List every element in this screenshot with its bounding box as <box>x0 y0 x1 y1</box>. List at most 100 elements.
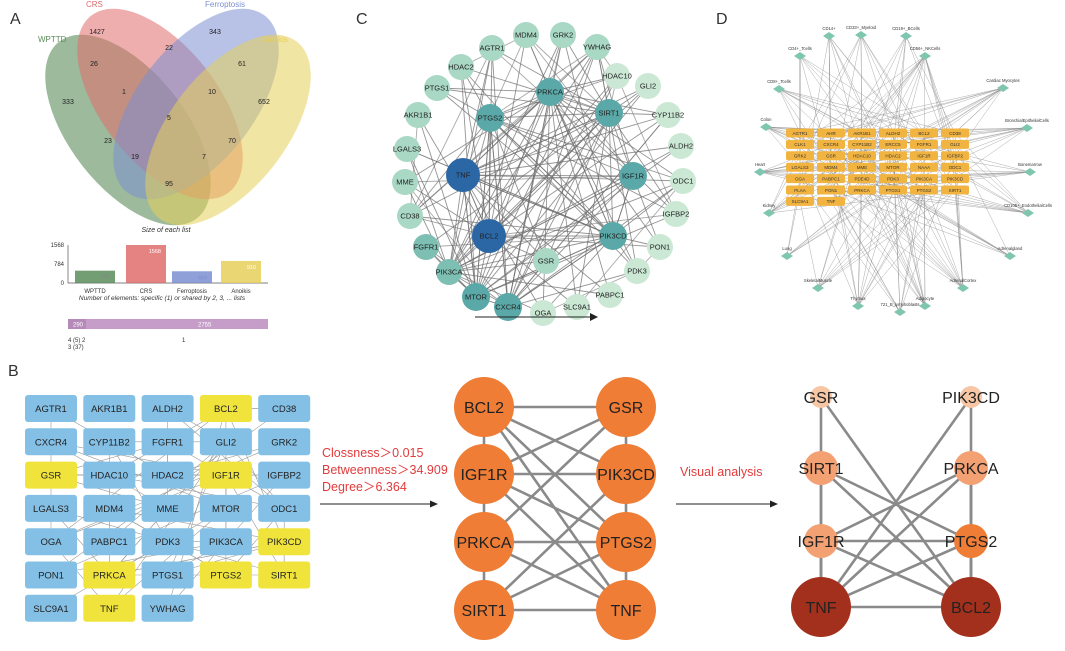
ppi-node-ptgs2 <box>476 104 504 132</box>
tissue-edge <box>778 88 801 134</box>
ppi-node-pon1 <box>647 234 673 260</box>
tissue-gene-label: PIK3CD <box>947 176 964 181</box>
ppi-edge <box>507 91 551 308</box>
gene-box-label: PTGS2 <box>210 571 241 582</box>
gene-box-mdm4 <box>83 494 136 522</box>
tissue-node-skeletalmuscle <box>812 284 824 292</box>
gene-box-label: HDAC2 <box>151 471 183 482</box>
gene-box-agtr1 <box>25 395 77 422</box>
ppi-node-pik3cd <box>599 222 627 250</box>
bar-value-label: 1568 <box>149 249 161 255</box>
hub-edge <box>483 406 627 543</box>
tissue-edge <box>830 189 901 313</box>
final-node-label: PTGS2 <box>945 534 998 551</box>
hub-node-label: PRKCA <box>456 535 511 552</box>
ppi-edge <box>475 46 598 298</box>
tissue-node-cd19-bcells <box>900 32 912 40</box>
venn-region-count: 23 <box>104 138 112 145</box>
hub-node-label: SIRT1 <box>461 603 506 620</box>
tissue-edge <box>786 189 894 257</box>
tissue-edge <box>857 189 956 307</box>
criterion-closeness: Clossness＞0.015 <box>322 446 423 460</box>
ppi-node-pik3ca <box>436 259 462 285</box>
ppi-edge <box>475 75 618 298</box>
venn-region-count: 333 <box>62 99 74 106</box>
ppi-node-gsr <box>533 248 559 274</box>
ppi-edge <box>549 91 684 182</box>
gene-box-aldh2 <box>141 395 194 422</box>
tissue-edge <box>892 178 1029 214</box>
ppi-node-ptgs1 <box>424 75 450 101</box>
tissue-edge <box>799 34 862 145</box>
tissue-gene-label: ODC1 <box>949 165 962 170</box>
ppi-edge <box>488 235 661 248</box>
tissue-gene-node-tnf <box>817 196 845 206</box>
gene-box-label: PABPC1 <box>91 537 128 548</box>
tissue-node-label: AdrenalCortex <box>950 278 978 283</box>
gene-box-label: GSR <box>41 471 62 482</box>
gene-box-mtor <box>199 494 252 522</box>
tissue-edge <box>830 201 901 313</box>
gene-box-label: IGF1R <box>212 471 240 482</box>
ppi-node-label: MTOR <box>465 293 488 302</box>
bar-y-tick-label: 784 <box>54 262 65 268</box>
tissue-gene-label: NAAA <box>918 165 930 170</box>
gene-box-label: SLC9A1 <box>33 604 68 615</box>
tissue-node-label: BronchialEpithelialCells <box>1005 118 1049 123</box>
hub-node-label: BCL2 <box>464 400 504 417</box>
gene-box-label: AKR1B1 <box>91 404 127 415</box>
tissue-gene-node-clk1 <box>786 139 814 149</box>
tissue-gene-label: PON1 <box>825 188 838 193</box>
tissue-node-label: CD4+_Tcells <box>788 46 812 51</box>
bar-y-tick-label: 1568 <box>51 243 65 249</box>
tissue-gene-node-slc9a1 <box>786 196 814 206</box>
tissue-gene-node-lgals3 <box>786 162 814 172</box>
gene-box-label: HDAC10 <box>91 471 129 482</box>
gene-box-sirt1 <box>258 561 311 589</box>
tissue-gene-node-mtor <box>879 162 907 172</box>
ppi-edge <box>489 112 610 119</box>
tissue-gene-node-ercc5 <box>879 139 907 149</box>
tissue-gene-node-ptgs1 <box>879 185 907 195</box>
tissue-gene-node-sirt1 <box>941 185 969 195</box>
tissue-node-label: Cardiac Myocytes <box>986 78 1019 83</box>
ppi-node-label: PON1 <box>650 243 670 252</box>
ppi-node-label: PABPC1 <box>595 291 624 300</box>
ppi-node-label: PIK3CA <box>436 268 463 277</box>
tissue-gene-label: PABPC1 <box>822 176 840 181</box>
ppi-node-cxcr4 <box>494 293 522 321</box>
venn-region-count: 1 <box>122 89 126 96</box>
tissue-gene-label: HDAC2 <box>885 154 901 159</box>
tissue-edge <box>830 55 926 168</box>
ppi-node-label: MDM4 <box>515 31 537 40</box>
ppi-node-pabpc1 <box>597 282 623 308</box>
final-node-tnf <box>791 577 851 637</box>
tissue-edge <box>954 189 964 289</box>
tissue-gene-label: MDM4 <box>824 165 838 170</box>
gene-box-label: TNF <box>100 604 119 615</box>
bar-anoikis <box>221 260 261 283</box>
gene-box-slc9a1 <box>25 594 77 622</box>
ppi-node-label: TNF <box>456 171 471 180</box>
ppi-edge <box>612 180 684 237</box>
ppi-edge <box>406 148 477 298</box>
ppi-edge <box>409 114 419 217</box>
ppi-node-label: CYP11B2 <box>652 111 684 120</box>
tissue-node-cd14 <box>823 32 835 40</box>
hub-node-label: PTGS2 <box>600 535 653 552</box>
final-edge <box>819 396 973 608</box>
shared-elements-label: Number of elements: specific (1) or shar… <box>79 295 246 302</box>
tissue-gene-label: MTOR <box>886 165 900 170</box>
final-node-label: IGF1R <box>797 534 844 551</box>
tissue-edge <box>905 35 956 134</box>
ppi-node-label: IGFBP2 <box>663 210 690 219</box>
ppi-edge <box>417 114 477 298</box>
gene-box-label: CD38 <box>272 404 296 415</box>
ppi-node-label: GRK2 <box>553 31 573 40</box>
tissue-edge <box>799 132 926 307</box>
bar-value-label: 484 <box>198 275 207 281</box>
visual-analysis-label: Visual analysis <box>680 465 762 479</box>
tissue-edge <box>899 189 925 313</box>
tissue-node-label: Lung <box>782 246 792 251</box>
ppi-node-label: MME <box>396 178 414 187</box>
